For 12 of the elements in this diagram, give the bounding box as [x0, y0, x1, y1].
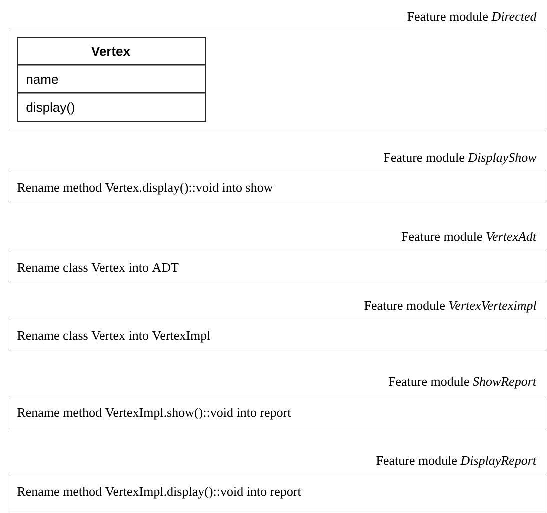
node-label: Feature module VertexAdt — [402, 232, 537, 242]
module-panel: Feature module VertexAdt Rename class Vertex into ADT — [8, 232, 546, 284]
module-panel: Feature module VertexVerteximpl Rename class Vertex into VertexImpl — [8, 300, 546, 352]
module-panel: Feature module DisplayShow Rename method Vertex.display()::void into show — [8, 152, 546, 204]
node-label: Feature module ShowReport — [388, 376, 537, 389]
module-panel: Feature module DisplayReport Rename method VertexImpl.display()::void into report — [8, 456, 546, 512]
module-panel: Feature module ShowReport Rename method VertexImpl.show()::void into report — [8, 376, 546, 430]
node-label: Feature module DisplayShow — [384, 152, 537, 165]
node-label: Feature module VertexVerteximpl — [364, 300, 537, 313]
node-label: Feature module DisplayReport — [376, 456, 537, 468]
class-box: Vertex name display() — [17, 37, 206, 122]
node-label: Feature module Directed — [408, 12, 537, 22]
